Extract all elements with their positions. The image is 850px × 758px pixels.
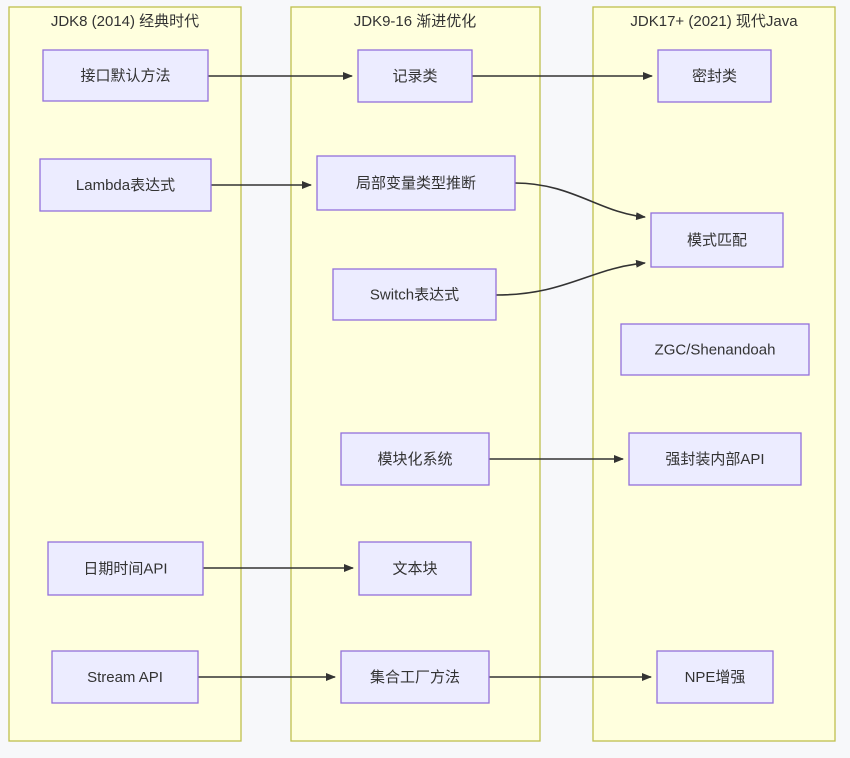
cluster-title: JDK17+ (2021) 现代Java bbox=[630, 13, 798, 30]
node-label: 模块化系统 bbox=[377, 451, 452, 468]
node-n2[interactable]: Lambda表达式 bbox=[39, 158, 212, 212]
node-box[interactable] bbox=[358, 541, 472, 596]
node-n10[interactable]: 集合工厂方法 bbox=[340, 650, 490, 704]
node-box[interactable] bbox=[650, 212, 784, 268]
node-n4[interactable]: Stream API bbox=[51, 650, 199, 704]
node-label: Lambda表达式 bbox=[76, 177, 175, 194]
cluster-title: JDK9-16 渐进优化 bbox=[354, 13, 477, 30]
node-label: Stream API bbox=[87, 669, 163, 686]
node-label: 局部变量类型推断 bbox=[356, 175, 476, 192]
node-n14[interactable]: 强封装内部API bbox=[628, 432, 802, 486]
node-label: NPE增强 bbox=[685, 669, 746, 686]
node-box[interactable] bbox=[340, 432, 490, 486]
node-label: 集合工厂方法 bbox=[370, 669, 460, 686]
edge-group bbox=[198, 72, 653, 681]
node-n6[interactable]: 局部变量类型推断 bbox=[316, 155, 516, 211]
node-box[interactable] bbox=[340, 650, 490, 704]
node-box[interactable] bbox=[47, 541, 204, 596]
node-n1[interactable]: 接口默认方法 bbox=[42, 49, 209, 102]
node-label: Switch表达式 bbox=[370, 286, 459, 303]
node-box[interactable] bbox=[656, 650, 774, 704]
node-n5[interactable]: 记录类 bbox=[357, 49, 473, 103]
node-box[interactable] bbox=[357, 49, 473, 103]
cluster-jdk8: JDK8 (2014) 经典时代 bbox=[8, 6, 242, 742]
node-n9[interactable]: 文本块 bbox=[358, 541, 472, 596]
node-label: 密封类 bbox=[692, 68, 737, 85]
node-label: 日期时间API bbox=[83, 560, 167, 577]
node-n13[interactable]: ZGC/Shenandoah bbox=[620, 323, 810, 376]
node-label: ZGC/Shenandoah bbox=[655, 341, 776, 358]
node-box[interactable] bbox=[42, 49, 209, 102]
node-label: 强封装内部API bbox=[665, 451, 764, 468]
cluster-title: JDK8 (2014) 经典时代 bbox=[51, 13, 199, 30]
edge-n7-to-n12 bbox=[495, 259, 646, 296]
node-n7[interactable]: Switch表达式 bbox=[332, 268, 497, 321]
node-box[interactable] bbox=[628, 432, 802, 486]
cluster-box bbox=[8, 6, 242, 742]
node-label: 记录类 bbox=[392, 68, 437, 85]
node-box[interactable] bbox=[332, 268, 497, 321]
node-label: 文本块 bbox=[392, 560, 437, 577]
node-label: 接口默认方法 bbox=[80, 67, 170, 84]
node-box[interactable] bbox=[316, 155, 516, 211]
node-box[interactable] bbox=[657, 49, 772, 103]
node-box[interactable] bbox=[39, 158, 212, 212]
node-label: 模式匹配 bbox=[687, 232, 747, 249]
node-n3[interactable]: 日期时间API bbox=[47, 541, 204, 596]
node-n11[interactable]: 密封类 bbox=[657, 49, 772, 103]
node-box[interactable] bbox=[51, 650, 199, 704]
cluster-jdk9_16: JDK9-16 渐进优化 bbox=[290, 6, 541, 742]
node-n12[interactable]: 模式匹配 bbox=[650, 212, 784, 268]
node-box[interactable] bbox=[620, 323, 810, 376]
node-n8[interactable]: 模块化系统 bbox=[340, 432, 490, 486]
cluster-box bbox=[290, 6, 541, 742]
node-n15[interactable]: NPE增强 bbox=[656, 650, 774, 704]
edge-n6-to-n12 bbox=[514, 182, 646, 221]
